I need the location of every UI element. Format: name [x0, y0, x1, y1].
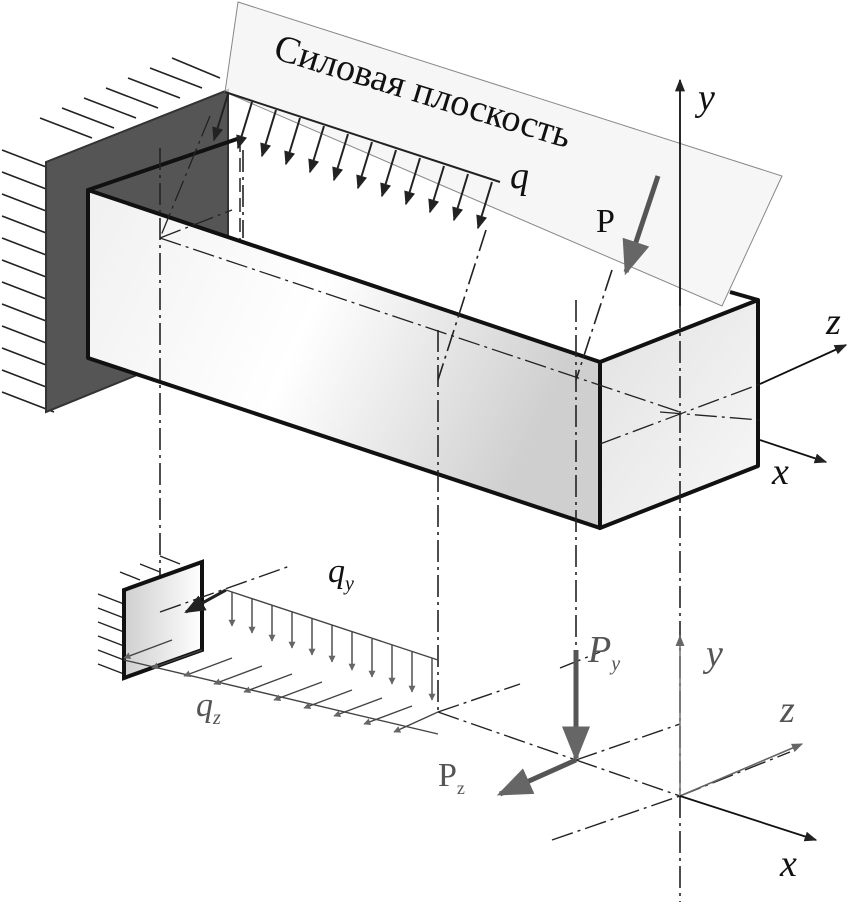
- label-qz: qz: [196, 687, 221, 729]
- small-wall-hatching: [97, 555, 181, 675]
- wall-hatching: [1, 57, 221, 413]
- projection-lines: [159, 148, 681, 902]
- small-axis-lines: [159, 565, 791, 841]
- beam-front-face: [86, 188, 602, 530]
- bottom-axes: [675, 634, 818, 842]
- label-q: q: [510, 155, 529, 197]
- label-z-top: z: [825, 301, 841, 343]
- beam-top-back-edge: [729, 290, 759, 302]
- label-y-bottom: y: [702, 633, 723, 675]
- small-cross-section: [122, 559, 204, 681]
- label-Pz: Pz: [438, 757, 465, 798]
- beam-top-edge: [87, 136, 241, 192]
- label-P: P: [596, 203, 615, 240]
- force-Pz-arrow: [496, 757, 578, 797]
- distributed-load-q: [212, 91, 501, 230]
- label-z-bottom: z: [779, 689, 795, 731]
- distributed-load-qy: [184, 588, 439, 701]
- force-plane: [224, 1, 783, 307]
- distributed-load-qz: [123, 639, 439, 735]
- top-axes: [674, 78, 848, 464]
- force-P-arrow: [622, 175, 661, 276]
- label-Py: Py: [587, 629, 620, 675]
- label-y-top: y: [694, 77, 715, 119]
- label-x-bottom: x: [779, 843, 797, 885]
- label-qy: qy: [328, 553, 354, 595]
- label-x-top: x: [771, 451, 789, 493]
